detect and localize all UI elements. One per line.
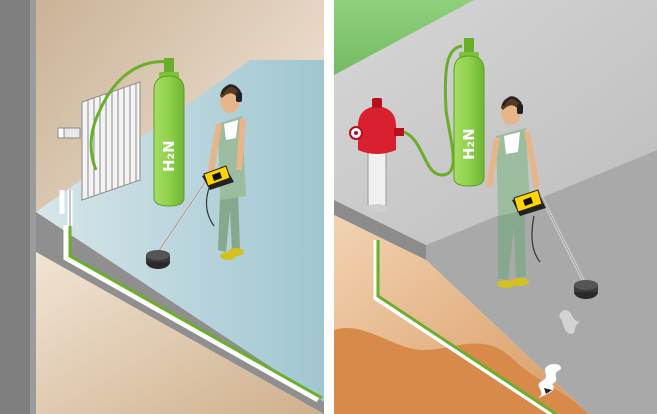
cylinder-label: H₂N bbox=[160, 140, 178, 172]
left-panel-indoor-leak-detection: H₂N bbox=[0, 0, 324, 414]
pillar bbox=[0, 0, 30, 414]
right-panel-outdoor-leak-detection: H₂N bbox=[334, 0, 657, 414]
outdoor-scene: H₂N bbox=[334, 0, 657, 414]
cylinder-label: H₂N bbox=[460, 128, 478, 160]
gas-cylinder-icon: H₂N bbox=[154, 58, 184, 206]
gas-cylinder-icon: H₂N bbox=[454, 38, 484, 186]
indoor-scene: H₂N bbox=[0, 0, 324, 414]
